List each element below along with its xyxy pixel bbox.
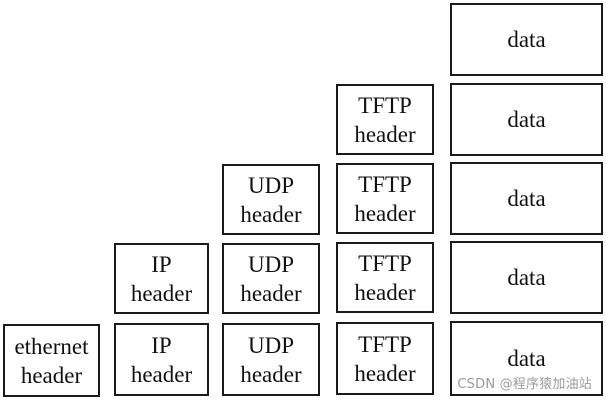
row5-ethernet-header-box: ethernet header bbox=[3, 324, 100, 397]
row4-udp-header-box: UDP header bbox=[222, 243, 320, 314]
row3-tftp-header-label: TFTP header bbox=[354, 171, 416, 226]
csdn-watermark: CSDN @程序猿加油站 bbox=[457, 377, 592, 392]
row4-tftp-header-box: TFTP header bbox=[336, 242, 434, 313]
row5-ip-header-label: IP header bbox=[130, 332, 193, 387]
row5-data-label: data bbox=[507, 346, 546, 371]
row2-data-label: data bbox=[507, 107, 546, 132]
row2-tftp-header-label: TFTP header bbox=[354, 92, 416, 147]
row4-ip-header-label: IP header bbox=[130, 251, 193, 306]
row5-tftp-header-box: TFTP header bbox=[336, 322, 434, 395]
row3-tftp-header-box: TFTP header bbox=[336, 163, 434, 234]
row5-tftp-header-label: TFTP header bbox=[354, 331, 416, 386]
row3-udp-header-box: UDP header bbox=[222, 164, 320, 235]
row1-data-label: data bbox=[507, 27, 546, 52]
row4-data-box: data bbox=[450, 241, 603, 314]
row3-data-box: data bbox=[450, 162, 603, 235]
row3-data-label: data bbox=[507, 186, 546, 211]
row2-data-box: data bbox=[450, 83, 603, 156]
row5-ethernet-header-label: ethernet header bbox=[14, 333, 89, 388]
row5-udp-header-label: UDP header bbox=[240, 332, 302, 387]
row5-data-box: data bbox=[450, 321, 603, 396]
row4-tftp-header-label: TFTP header bbox=[354, 250, 416, 305]
row4-ip-header-box: IP header bbox=[114, 243, 209, 314]
row3-udp-header-label: UDP header bbox=[240, 172, 302, 227]
row4-data-label: data bbox=[507, 265, 546, 290]
row5-ip-header-box: IP header bbox=[114, 323, 209, 396]
row2-tftp-header-box: TFTP header bbox=[336, 84, 434, 155]
row1-data-box: data bbox=[450, 3, 603, 76]
row5-udp-header-box: UDP header bbox=[222, 323, 320, 396]
row4-udp-header-label: UDP header bbox=[240, 251, 302, 306]
